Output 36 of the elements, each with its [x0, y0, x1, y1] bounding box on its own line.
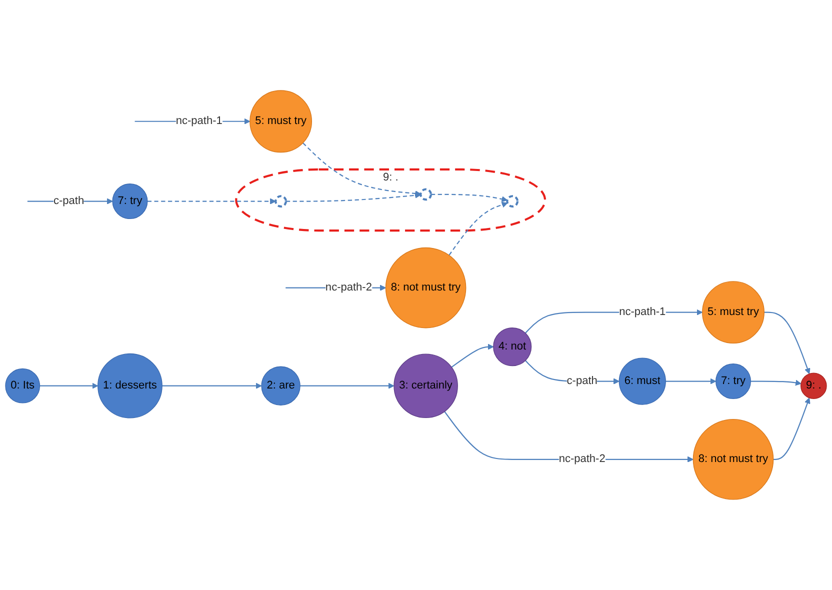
node-circle: 3: certainly — [394, 354, 458, 418]
node-circle: 5: must try — [250, 90, 312, 153]
edge-label: nc-path-2 — [325, 282, 372, 294]
edge-label: nc-path-1 — [619, 306, 666, 318]
arrow — [448, 202, 508, 256]
edge-label: nc-path-2 — [558, 453, 606, 465]
arrow — [451, 344, 494, 368]
node-circle: 1: desserts — [98, 353, 162, 418]
arrow — [162, 382, 262, 389]
arrow — [40, 382, 98, 389]
node-circle: 5: must try — [702, 281, 764, 344]
node-circle: 4: not — [493, 328, 532, 366]
node-circle: 8: not must try — [692, 419, 774, 500]
edge-label: nc-path-1 — [176, 115, 222, 127]
node-circle — [274, 195, 287, 208]
node-circle: 2: are — [261, 366, 300, 406]
arrow — [430, 194, 508, 202]
arrow — [750, 380, 802, 386]
node-circle — [506, 195, 519, 208]
edge-label: c-path — [53, 195, 84, 207]
arrow — [773, 398, 810, 460]
node-circle: 9: . — [800, 372, 827, 400]
cluster: 9: . — [235, 168, 546, 232]
arrow — [302, 142, 421, 196]
node-circle: 7: try — [716, 364, 751, 400]
edge-label: c-path — [566, 375, 598, 387]
arrow — [300, 382, 394, 389]
arrow — [147, 198, 276, 204]
node-circle: 0: Its — [5, 368, 40, 404]
arrow — [764, 312, 810, 374]
node-circle: 6: must — [618, 358, 666, 405]
arrow — [286, 192, 421, 202]
node-circle: 7: try — [112, 184, 148, 220]
node-circle: 8: not must try — [385, 247, 466, 328]
arrow — [666, 378, 716, 384]
node-circle — [420, 188, 432, 201]
